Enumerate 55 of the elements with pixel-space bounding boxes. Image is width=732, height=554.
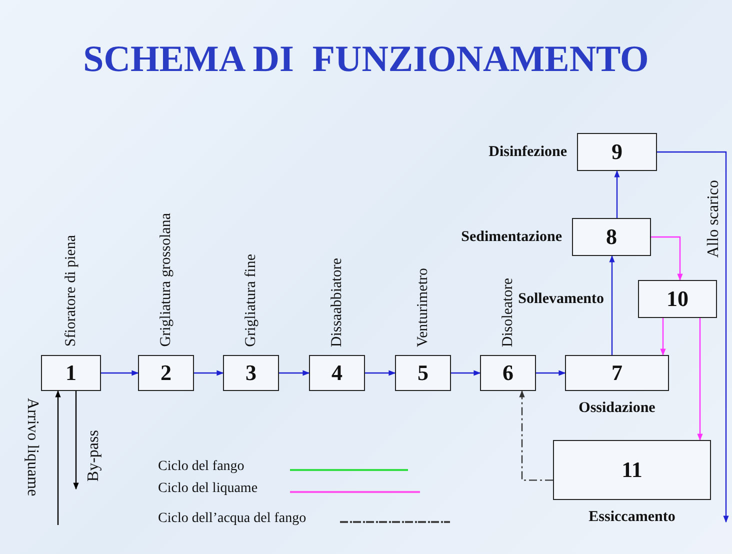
step-name: Disoleatore	[500, 278, 516, 347]
process-box	[565, 355, 669, 391]
legend-text: Ciclo del fango	[158, 460, 244, 474]
arrow	[609, 255, 615, 355]
step-name: Grigliatura grossolana	[158, 213, 174, 347]
step-name: Venturimetro	[416, 268, 430, 347]
step-number: 3	[246, 360, 256, 386]
process-box	[223, 355, 279, 391]
step-number: 8	[606, 224, 617, 250]
arrow	[365, 370, 396, 376]
step-number: 11	[622, 457, 642, 483]
arrow	[519, 390, 553, 481]
arrow	[660, 318, 666, 356]
step-name: Essiccamento	[588, 510, 676, 525]
step-number: 2	[160, 360, 172, 386]
process-box	[553, 440, 711, 500]
legend-text: Ciclo dell’acqua del fango	[158, 512, 306, 526]
step-number: 10	[666, 286, 688, 312]
title: SCHEMA DI FUNZIONAMENTO	[82, 38, 650, 81]
edge-label: Allo scarico	[706, 180, 722, 258]
arrow	[101, 370, 139, 376]
arrow	[55, 390, 61, 525]
step-number: 4	[332, 360, 342, 386]
step-number: 5	[418, 360, 428, 386]
step-number: 7	[612, 360, 622, 386]
process-box	[138, 355, 194, 391]
edge-label: By-pass	[86, 430, 102, 482]
legend-text: Ciclo del liquame	[158, 482, 258, 496]
step-name: Sedimentazione	[461, 230, 562, 244]
arrow	[451, 370, 481, 376]
process-box	[638, 280, 717, 318]
step-name: Dissaabbiatore	[330, 258, 344, 347]
arrow	[651, 236, 683, 281]
process-box	[572, 218, 651, 256]
process-box	[41, 355, 101, 391]
step-name: Disinfezione	[488, 144, 567, 160]
step-number: 1	[66, 360, 76, 386]
step-name: Grigliatura fine	[244, 254, 258, 347]
arrow	[697, 318, 703, 441]
arrow	[73, 391, 79, 490]
arrow	[194, 370, 224, 376]
arrow	[614, 170, 620, 218]
process-box	[577, 133, 657, 171]
process-box	[309, 355, 365, 391]
step-name: Ossidazione	[578, 401, 656, 416]
arrow	[536, 370, 566, 376]
edge-label: Arrivo liquame	[24, 398, 40, 496]
step-name: Sollevamento	[518, 292, 604, 306]
step-number: 6	[502, 360, 514, 386]
process-box	[480, 355, 536, 391]
arrow	[279, 370, 310, 376]
step-name: Sfioratore di piena	[64, 235, 78, 347]
step-number: 9	[612, 139, 622, 165]
process-box	[395, 355, 451, 391]
arrow	[657, 151, 729, 523]
